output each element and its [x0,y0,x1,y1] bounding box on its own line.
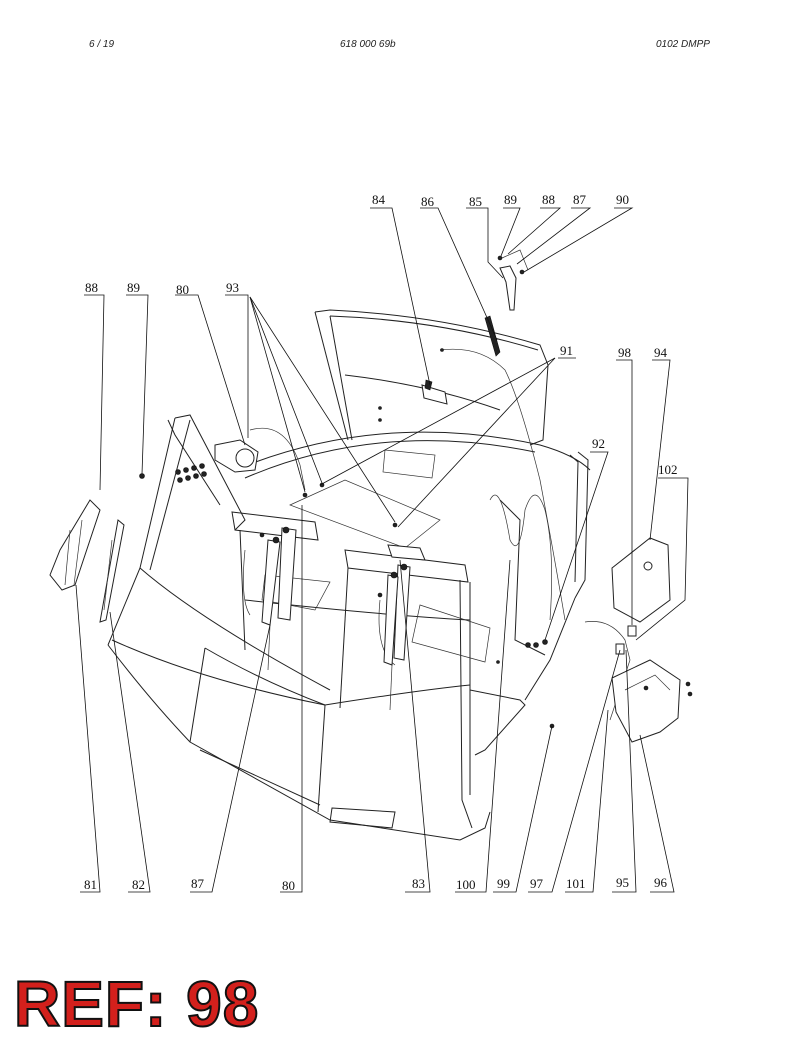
wiper-arm-front-left [261,526,297,671]
callout-102: 102 [658,462,678,477]
cab-body [107,309,631,841]
callout-88-top: 88 [542,192,555,207]
wiper-arm-front-center [383,563,411,711]
callout-97: 97 [530,876,544,891]
washer-reservoir [611,537,671,623]
wiper-arm-roof [499,249,529,311]
callout-92: 92 [592,436,605,451]
callout-89-top: 89 [504,192,517,207]
callout-90: 90 [616,192,629,207]
callout-100: 100 [456,877,476,892]
wiper-arm-left [49,499,101,591]
wiper-blade-left [99,519,125,623]
page-number: 6 / 19 [89,39,115,50]
callout-82: 82 [132,877,145,892]
callout-93: 93 [226,280,239,295]
wiper-blade-roof [484,315,501,357]
callout-86: 86 [421,194,435,209]
callout-96: 96 [654,875,668,890]
callout-98: 98 [618,345,631,360]
reference-label: REF: 98 [13,967,260,1037]
washer-motor [214,439,259,473]
callout-99: 99 [497,876,510,891]
callout-91: 91 [560,343,573,358]
callout-83: 83 [412,876,425,891]
revision-code: 0102 DMPP [656,39,710,50]
callout-88-left: 88 [85,280,98,295]
reservoir-bracket [611,659,693,743]
callout-84: 84 [372,192,386,207]
callout-80-top: 80 [176,282,189,297]
wiper-motor-center [387,544,426,561]
wiper-motor-roof [421,379,448,405]
hose-connector [525,639,555,729]
callout-89-left: 89 [127,280,140,295]
callout-95: 95 [616,875,629,890]
callout-94: 94 [654,345,668,360]
callout-85: 85 [469,194,482,209]
callout-80-bottom: 80 [282,878,295,893]
document-number: 618 000 69b [340,39,396,50]
callout-87-bottom: 87 [191,876,205,891]
callout-labels: 84 86 85 89 88 87 90 88 89 80 93 91 98 9… [84,192,678,893]
connector-block [139,463,207,483]
callout-101: 101 [566,876,586,891]
reservoir-cap [615,625,637,655]
leader-lines [75,207,689,893]
callout-81: 81 [84,877,97,892]
callout-87-top: 87 [573,192,587,207]
